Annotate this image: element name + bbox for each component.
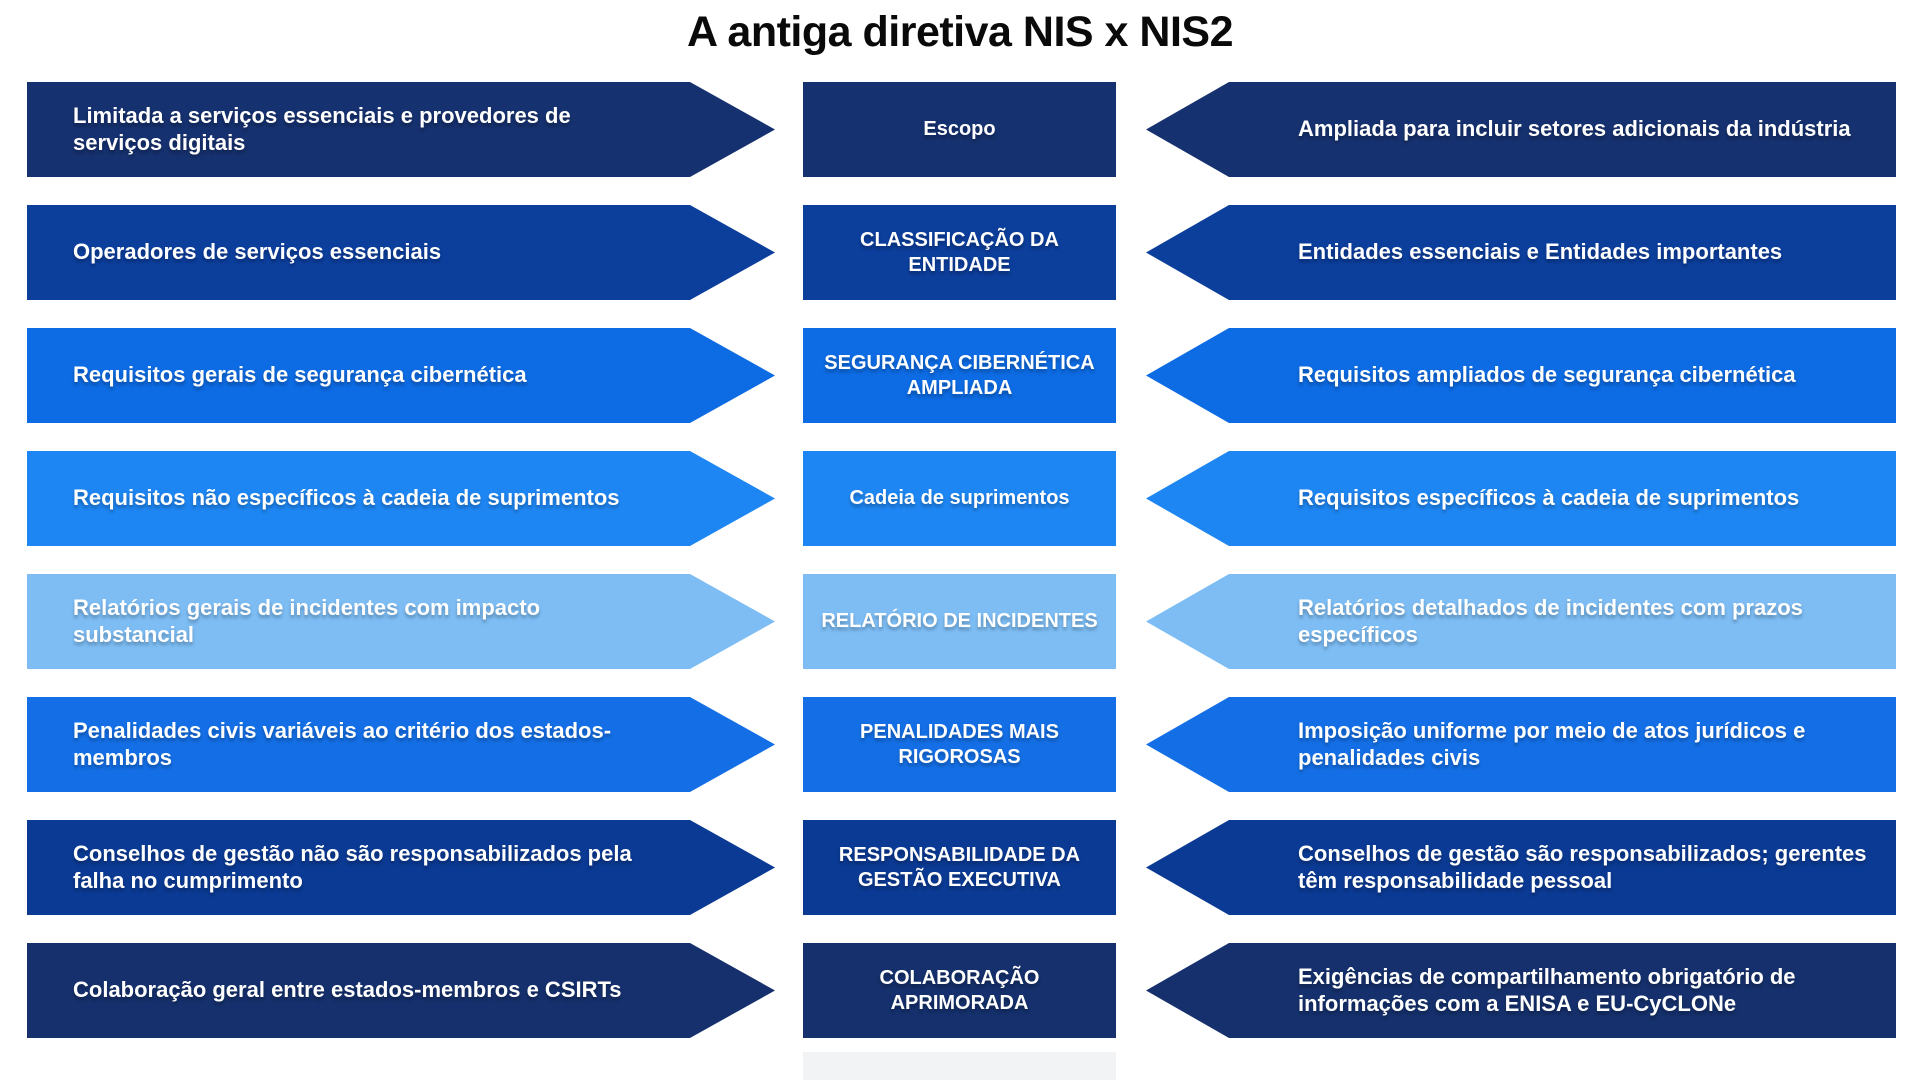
- old-nis-text: Requisitos gerais de segurança cibernéti…: [73, 362, 527, 388]
- old-nis-text: Penalidades civis variáveis ao critério …: [73, 717, 612, 770]
- old-nis-arrow: Limitada a serviços essenciais e provedo…: [27, 82, 775, 177]
- old-nis-arrow: Colaboração geral entre estados-membros …: [27, 943, 775, 1038]
- nis2-text: Ampliada para incluir setores adicionais…: [1298, 116, 1851, 142]
- nis2-arrow: Conselhos de gestão são responsabilizado…: [1146, 820, 1896, 915]
- category-box: COLABORAÇÃO APRIMORADA: [803, 943, 1116, 1038]
- category-label: RELATÓRIO DE INCIDENTES: [821, 610, 1098, 633]
- comparison-row: Colaboração geral entre estados-membros …: [0, 943, 1920, 1038]
- comparison-row: Operadores de serviços essenciais CLASSI…: [0, 205, 1920, 300]
- comparison-row: Limitada a serviços essenciais e provedo…: [0, 82, 1920, 177]
- category-label: PENALIDADES MAIS RIGOROSAS: [860, 721, 1059, 768]
- old-nis-arrow: Penalidades civis variáveis ao critério …: [27, 697, 775, 792]
- nis2-text: Requisitos específicos à cadeia de supri…: [1298, 485, 1800, 511]
- comparison-row: Relatórios gerais de incidentes com impa…: [0, 574, 1920, 669]
- old-nis-text: Conselhos de gestão não são responsabili…: [73, 840, 632, 893]
- nis2-arrow: Exigências de compartilhamento obrigatór…: [1146, 943, 1896, 1038]
- old-nis-arrow: Requisitos não específicos à cadeia de s…: [27, 451, 775, 546]
- nis2-arrow: Entidades essenciais e Entidades importa…: [1146, 205, 1896, 300]
- category-box: PENALIDADES MAIS RIGOROSAS: [803, 697, 1116, 792]
- old-nis-arrow: Requisitos gerais de segurança cibernéti…: [27, 328, 775, 423]
- category-box: CLASSIFICAÇÃO DA ENTIDADE: [803, 205, 1116, 300]
- nis2-arrow: Requisitos ampliados de segurança cibern…: [1146, 328, 1896, 423]
- old-nis-arrow: Operadores de serviços essenciais: [27, 205, 775, 300]
- category-label: RESPONSABILIDADE DA GESTÃO EXECUTIVA: [838, 844, 1081, 891]
- category-label: Escopo: [923, 118, 996, 141]
- category-label: Cadeia de suprimentos: [849, 487, 1070, 510]
- category-label: COLABORAÇÃO APRIMORADA: [879, 967, 1040, 1014]
- page-title: A antiga diretiva NIS x NIS2: [687, 8, 1233, 56]
- old-nis-text: Operadores de serviços essenciais: [73, 239, 442, 265]
- comparison-row: Requisitos gerais de segurança cibernéti…: [0, 328, 1920, 423]
- category-box: RESPONSABILIDADE DA GESTÃO EXECUTIVA: [803, 820, 1116, 915]
- nis2-arrow: Relatórios detalhados de incidentes com …: [1146, 574, 1896, 669]
- category-box: RELATÓRIO DE INCIDENTES: [803, 574, 1116, 669]
- nis2-arrow: Ampliada para incluir setores adicionais…: [1146, 82, 1896, 177]
- nis2-arrow: Requisitos específicos à cadeia de supri…: [1146, 451, 1896, 546]
- nis2-text: Requisitos ampliados de segurança cibern…: [1298, 362, 1796, 388]
- old-nis-text: Limitada a serviços essenciais e provedo…: [73, 102, 571, 155]
- nis2-text: Relatórios detalhados de incidentes com …: [1298, 594, 1803, 647]
- old-nis-arrow: Relatórios gerais de incidentes com impa…: [27, 574, 775, 669]
- category-box: Cadeia de suprimentos: [803, 451, 1116, 546]
- comparison-row: Penalidades civis variáveis ao critério …: [0, 697, 1920, 792]
- nis2-arrow: Imposição uniforme por meio de atos jurí…: [1146, 697, 1896, 792]
- nis2-text: Exigências de compartilhamento obrigatór…: [1298, 963, 1796, 1016]
- category-label: SEGURANÇA CIBERNÉTICA AMPLIADA: [824, 352, 1095, 399]
- old-nis-text: Colaboração geral entre estados-membros …: [73, 977, 622, 1003]
- old-nis-text: Requisitos não específicos à cadeia de s…: [73, 485, 620, 511]
- category-label: CLASSIFICAÇÃO DA ENTIDADE: [860, 229, 1059, 276]
- old-nis-text: Relatórios gerais de incidentes com impa…: [73, 594, 541, 647]
- category-box: Escopo: [803, 82, 1116, 177]
- nis2-text: Entidades essenciais e Entidades importa…: [1298, 239, 1783, 265]
- nis2-text: Imposição uniforme por meio de atos jurí…: [1298, 717, 1806, 770]
- cutoff-next-center-box: [803, 1052, 1116, 1080]
- nis2-text: Conselhos de gestão são responsabilizado…: [1298, 840, 1867, 893]
- comparison-row: Conselhos de gestão não são responsabili…: [0, 820, 1920, 915]
- category-box: SEGURANÇA CIBERNÉTICA AMPLIADA: [803, 328, 1116, 423]
- old-nis-arrow: Conselhos de gestão não são responsabili…: [27, 820, 775, 915]
- comparison-row: Requisitos não específicos à cadeia de s…: [0, 451, 1920, 546]
